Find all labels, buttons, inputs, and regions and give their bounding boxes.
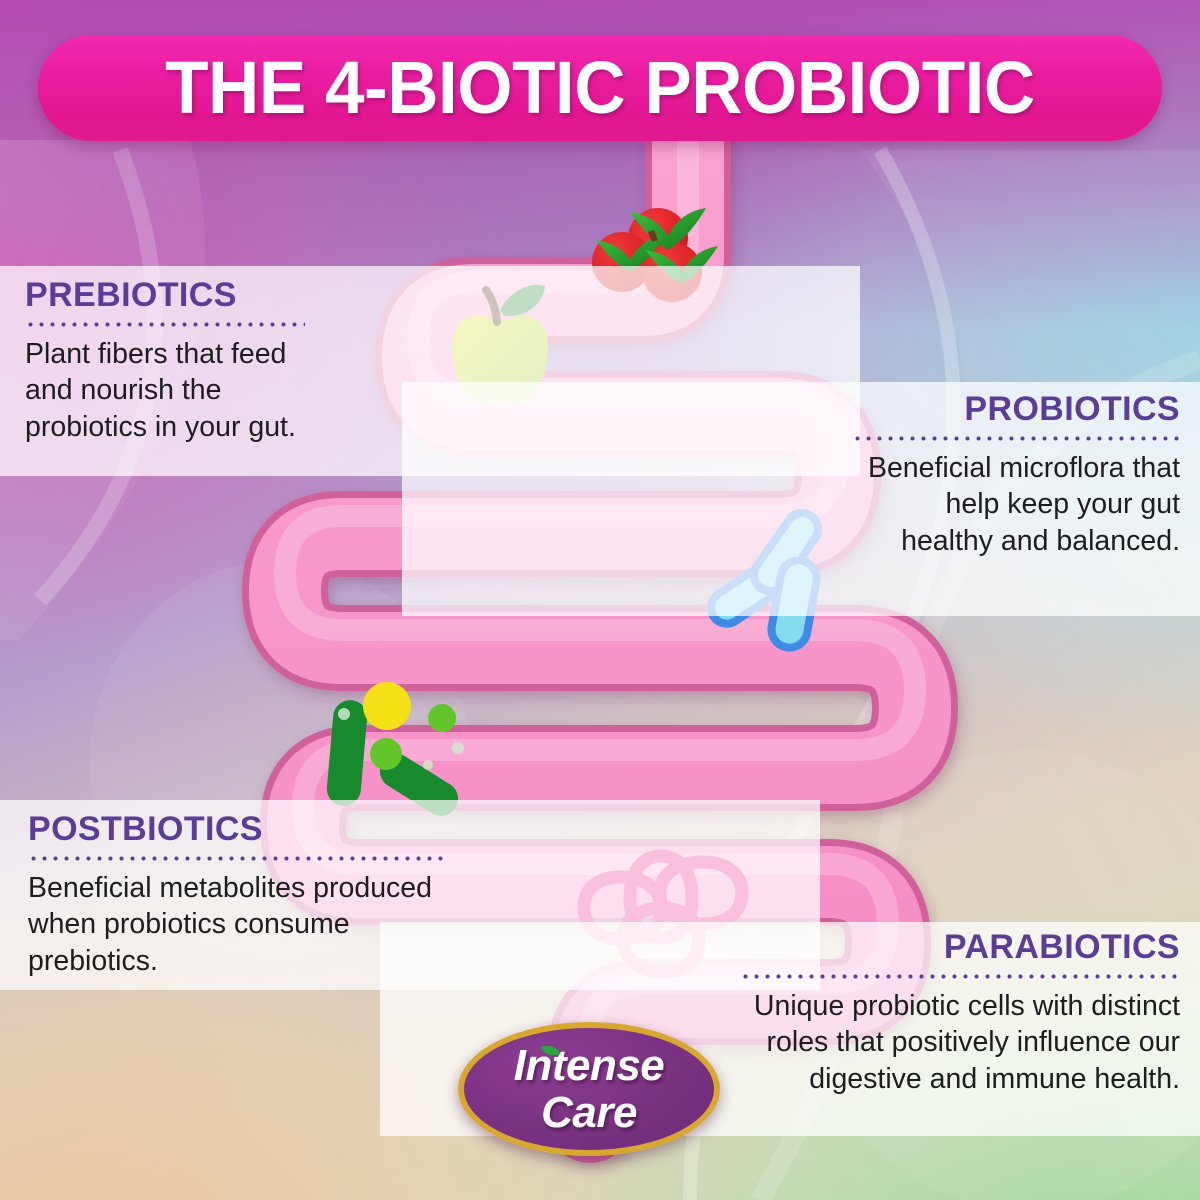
section-prebiotics: PREBIOTICS Plant fibers that feed and no… (25, 276, 305, 445)
prebiotics-dot-rule (25, 321, 305, 327)
postbiotic-molecule-icon (363, 682, 456, 770)
prebiotics-body: Plant fibers that feed and nourish the p… (25, 337, 296, 443)
title-banner: THE 4-BIOTIC PROBIOTIC (38, 35, 1162, 141)
prebiotics-heading: PREBIOTICS (25, 276, 237, 314)
logo-line-2: Care (541, 1087, 637, 1137)
page-title: THE 4-BIOTIC PROBIOTIC (165, 46, 1035, 129)
probiotics-heading: PROBIOTICS (964, 390, 1180, 428)
section-probiotics: PROBIOTICS Beneficial microflora that he… (852, 390, 1180, 559)
section-postbiotics: POSTBIOTICS Beneficial metabolites produ… (28, 810, 448, 979)
parabiotics-body: Unique probiotic cells with distinct rol… (753, 989, 1180, 1095)
section-parabiotics: PARABIOTICS Unique probiotic cells with … (740, 928, 1180, 1097)
logo-ellipse (458, 1022, 720, 1156)
logo-line-1: Intense (513, 1041, 665, 1091)
logo-text-group: Intense Care (458, 1022, 720, 1156)
postbiotics-heading: POSTBIOTICS (28, 810, 263, 848)
brand-logo: Intense Care (458, 1022, 720, 1156)
parabiotics-dot-rule (740, 973, 1180, 979)
postbiotics-body: Beneficial metabolites produced when pro… (28, 871, 432, 977)
probiotics-dot-rule (852, 435, 1180, 441)
probiotics-backdrop (402, 382, 1200, 616)
postbiotics-dot-rule (28, 855, 448, 861)
probiotics-body: Beneficial microflora that help keep you… (867, 451, 1180, 557)
parabiotics-heading: PARABIOTICS (943, 928, 1180, 966)
